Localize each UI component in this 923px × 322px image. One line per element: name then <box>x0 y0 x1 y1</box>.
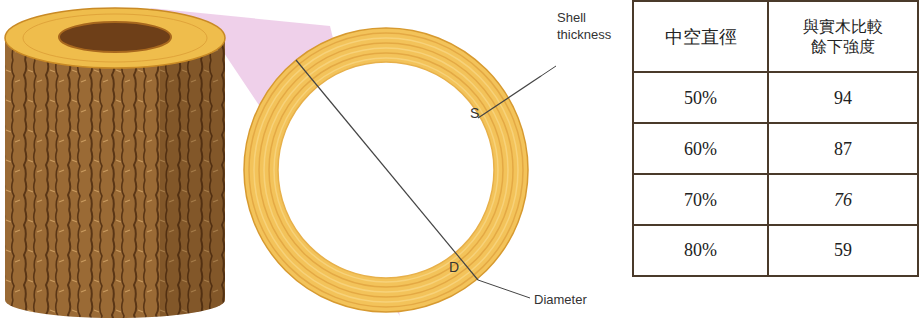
wood-ring <box>269 53 503 287</box>
table-cell: 50% <box>634 73 767 123</box>
wood-ring <box>259 43 513 297</box>
ring-section <box>244 28 556 312</box>
table-cell: 87 <box>769 124 917 174</box>
bark-shade <box>160 30 230 320</box>
table-cell: 59 <box>769 226 917 275</box>
table-cell-text: 59 <box>834 239 852 262</box>
part-label: Shell thickness <box>557 10 629 44</box>
log <box>5 8 230 320</box>
table-header: 中空直徑 <box>634 2 767 72</box>
leader-line <box>541 66 556 76</box>
wood-ring <box>249 33 523 307</box>
table-cell-text: 87 <box>834 138 852 161</box>
table-cell-text: 76 <box>834 189 852 212</box>
table-cell: 60% <box>634 124 767 174</box>
wood-ring <box>254 38 518 302</box>
part-label: Diameter <box>534 292 587 309</box>
table-header: 與實木比較 餘下強度 <box>769 2 917 72</box>
table-cell-text: 60% <box>684 138 717 161</box>
table-cell-text: 94 <box>834 87 852 110</box>
dimension-letter: D <box>449 258 459 276</box>
table-cell: 80% <box>634 226 767 275</box>
table-grid <box>633 1 918 276</box>
leader-line <box>478 280 530 298</box>
table-cell: 70% <box>634 175 767 225</box>
wood-ring <box>274 58 498 282</box>
dimension-letter: S <box>470 104 479 122</box>
wood-ring <box>264 48 508 292</box>
diameter-line <box>296 60 478 280</box>
table-header-text: 中空直徑 <box>665 26 737 49</box>
table-cell: 76 <box>769 175 917 225</box>
table-cell-text: 80% <box>684 239 717 262</box>
table-header-text: 與實木比較 餘下強度 <box>801 17 885 57</box>
table-cell-text: 70% <box>684 189 717 212</box>
table-cell: 94 <box>769 73 917 123</box>
table-cell-text: 50% <box>684 87 717 110</box>
shell-thickness-line <box>478 76 541 118</box>
